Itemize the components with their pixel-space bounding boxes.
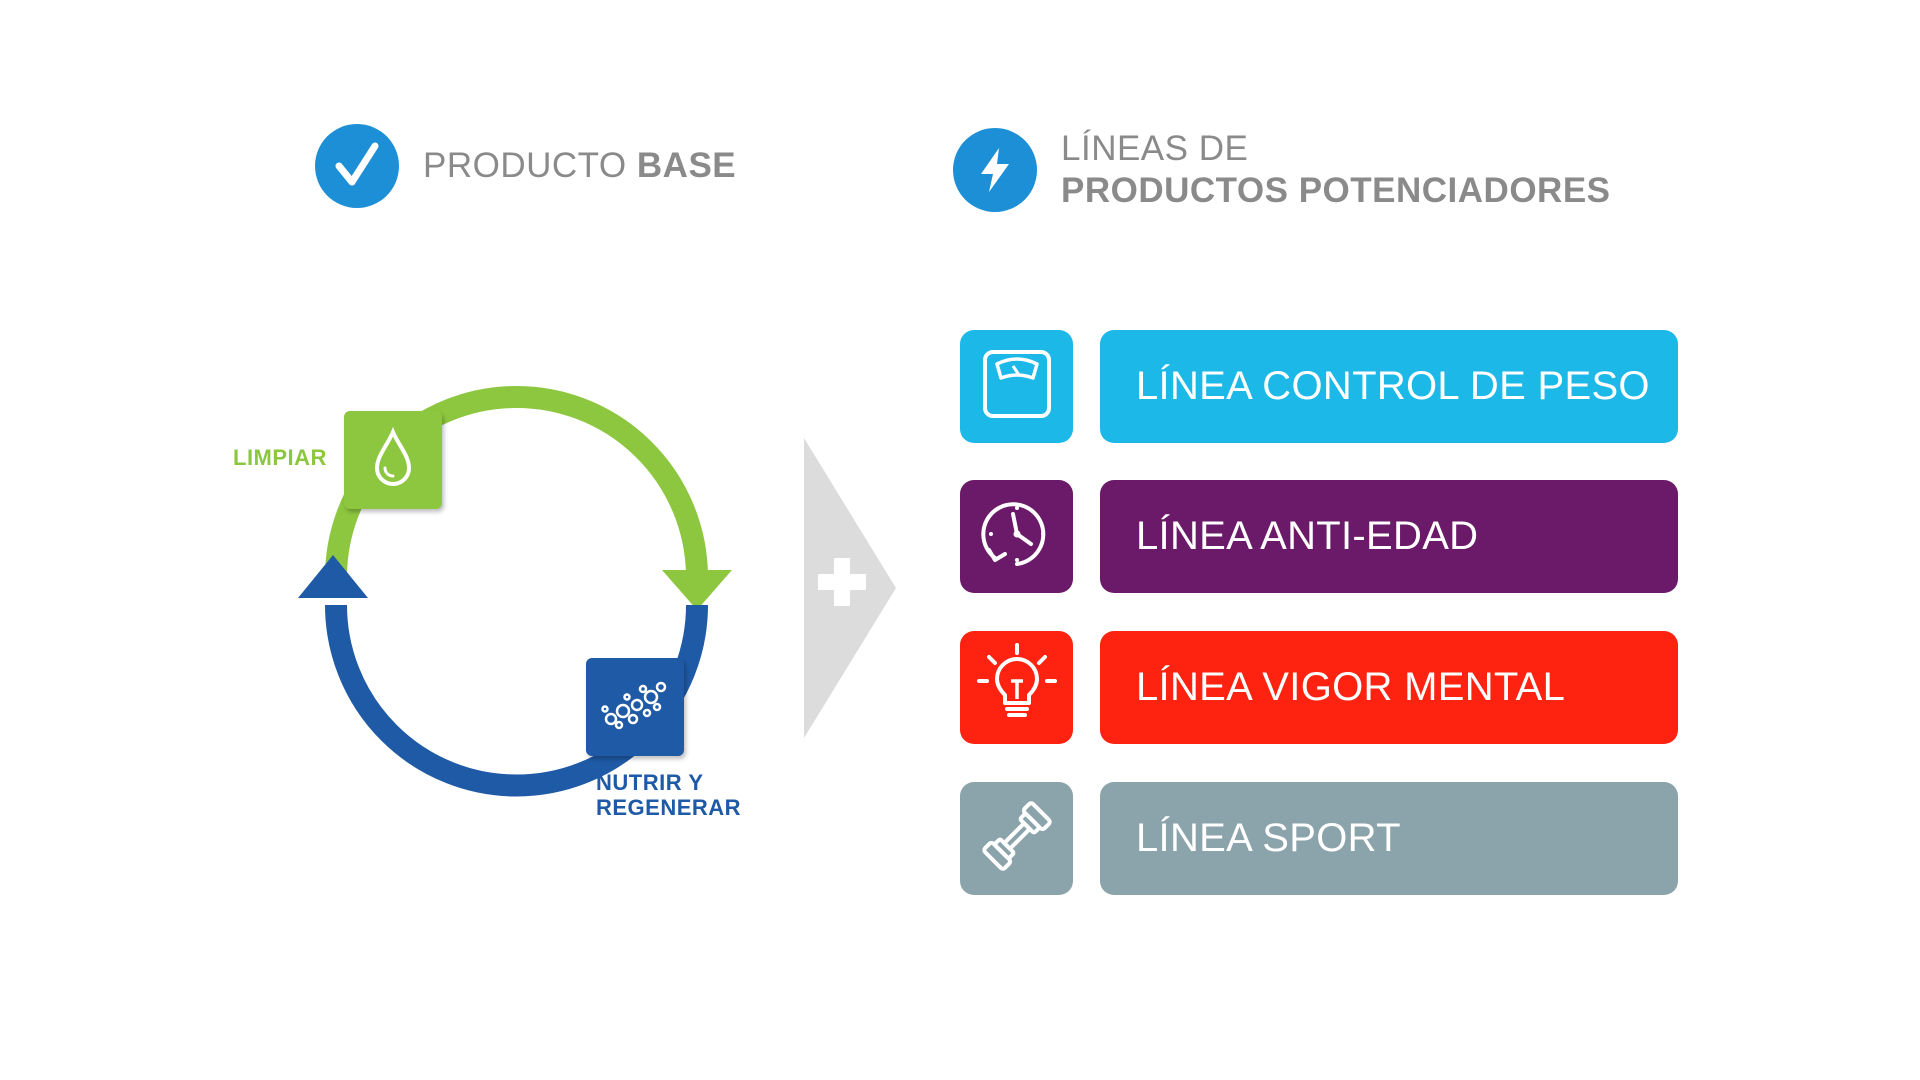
line-vigor-mental[interactable]: LÍNEA VIGOR MENTAL: [960, 631, 1678, 744]
lightbulb-icon-tile: [960, 631, 1073, 744]
dumbbell-icon-tile: [960, 782, 1073, 895]
scale-icon: [977, 344, 1057, 429]
line-label: LÍNEA CONTROL DE PESO: [1136, 364, 1650, 408]
header-left-text: PRODUCTO BASE: [423, 146, 736, 186]
line-label: LÍNEA ANTI-EDAD: [1136, 514, 1479, 558]
line-label: LÍNEA VIGOR MENTAL: [1136, 665, 1566, 709]
scale-icon-tile: [960, 330, 1073, 443]
line-bar-sport: LÍNEA SPORT: [1100, 782, 1678, 895]
limpiar-box: [344, 411, 442, 509]
line-bar-control-peso: LÍNEA CONTROL DE PESO: [1100, 330, 1678, 443]
line-sport[interactable]: LÍNEA SPORT: [960, 782, 1678, 895]
lightning-bolt-icon: [953, 128, 1037, 212]
plus-icon: [818, 558, 866, 606]
dumbbell-icon: [975, 794, 1059, 883]
nutrir-label: NUTRIR Y REGENERAR: [596, 770, 741, 820]
lightbulb-icon: [975, 643, 1059, 732]
plus-chevron: [800, 438, 896, 743]
nutrir-label-line2: REGENERAR: [596, 795, 742, 820]
line-anti-edad[interactable]: LÍNEA ANTI-EDAD: [960, 480, 1678, 593]
checkmark-icon: [315, 124, 399, 208]
nutrir-label-line1: NUTRIR Y: [596, 770, 704, 795]
header-producto-base: PRODUCTO BASE: [315, 124, 736, 208]
clock-icon: [975, 492, 1059, 581]
nutrir-box: [586, 658, 684, 756]
line-bar-vigor-mental: LÍNEA VIGOR MENTAL: [1100, 631, 1678, 744]
limpiar-label: LIMPIAR: [233, 445, 327, 470]
header-lineas-potenciadoras: LÍNEAS DE PRODUCTOS POTENCIADORES: [953, 128, 1611, 212]
clock-icon-tile: [960, 480, 1073, 593]
header-left-light: PRODUCTO: [423, 146, 627, 185]
water-drop-icon: [365, 426, 421, 495]
header-right-line1: LÍNEAS DE: [1061, 129, 1249, 168]
header-left-bold: BASE: [636, 146, 737, 185]
green-arrowhead: [662, 570, 732, 610]
line-bar-anti-edad: LÍNEA ANTI-EDAD: [1100, 480, 1678, 593]
line-label: LÍNEA SPORT: [1136, 816, 1401, 860]
cells-icon: [597, 675, 673, 740]
header-right-line2: PRODUCTOS POTENCIADORES: [1061, 171, 1611, 210]
header-right-text: LÍNEAS DE PRODUCTOS POTENCIADORES: [1061, 129, 1611, 211]
blue-arrowhead: [298, 555, 368, 598]
line-control-peso[interactable]: LÍNEA CONTROL DE PESO: [960, 330, 1678, 443]
